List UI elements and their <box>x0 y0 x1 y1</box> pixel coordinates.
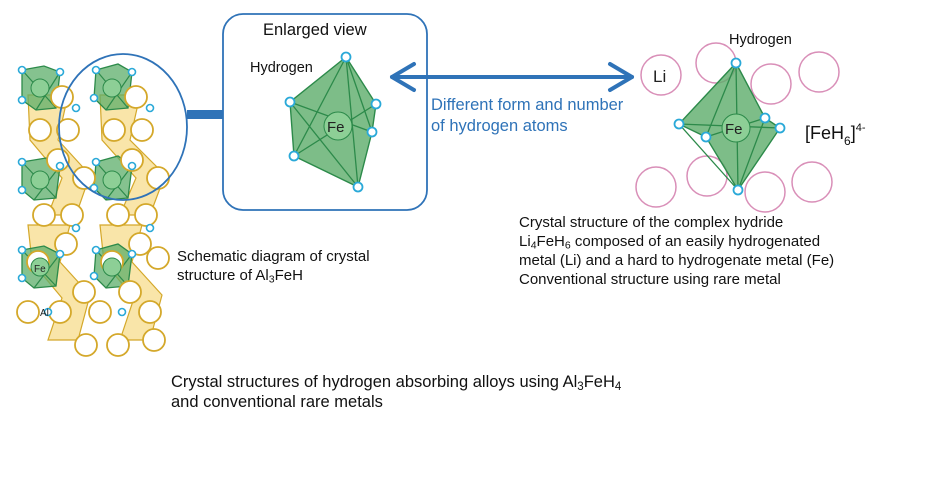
complex-ion-charge: 4- <box>856 122 866 134</box>
main-caption-text: Crystal structures of hydrogen absorbing… <box>171 373 578 391</box>
main-caption-sub1: 3 <box>577 380 584 393</box>
right-caption-line3: metal (Li) and a hard to hydrogenate met… <box>519 252 835 269</box>
right-caption-feh-sub: 6 <box>564 239 571 252</box>
right-caption-line4: Conventional structure using rare metal <box>519 271 781 288</box>
left-caption-formula-sub: 3 <box>268 273 275 286</box>
complex-ion-label: [FeH6]4- <box>805 122 866 148</box>
right-caption-rest: composed of an easily hydrogenated <box>570 233 821 250</box>
main-caption-line2: and conventional rare metals <box>171 393 383 411</box>
left-hydrogen-atoms <box>17 65 155 317</box>
left-al-label: Al <box>40 308 49 319</box>
double-arrow <box>390 62 634 92</box>
enlarged-hydrogen-atoms <box>284 51 382 193</box>
enlarged-iron-atom <box>323 111 353 141</box>
right-hydrogen-label: Hydrogen <box>729 32 792 48</box>
enlarged-hydrogen-label: Hydrogen <box>250 60 313 76</box>
arrow-caption: Different form and number of hydrogen at… <box>431 95 623 137</box>
arrow-caption-line2: of hydrogen atoms <box>431 117 568 135</box>
left-caption-formula-a: structure of Al <box>177 267 269 284</box>
right-caption-li: Li <box>519 233 531 250</box>
connector-bar <box>187 110 223 119</box>
complex-ion-bracket: ] <box>851 123 856 143</box>
left-structure-caption: Schematic diagram of crystal structure o… <box>177 247 370 285</box>
main-caption-line1: Crystal structures of hydrogen absorbing… <box>171 372 622 393</box>
arrow-caption-line1: Different form and number <box>431 96 624 114</box>
li-label: Li <box>653 67 666 86</box>
left-fe-label: Fe <box>34 264 46 275</box>
enlarged-view-panel: Fe Hydrogen <box>222 13 428 211</box>
right-iron-atom <box>721 113 751 143</box>
complex-ion-sub: 6 <box>844 134 851 148</box>
main-caption-feh: FeH <box>583 373 615 391</box>
right-caption-feh: FeH <box>536 233 565 250</box>
left-caption-line2: structure of Al3FeH <box>177 266 370 285</box>
complex-ion-base: [FeH <box>805 123 844 143</box>
left-caption-formula-b: FeH <box>274 267 303 284</box>
right-caption-line1: Crystal structure of the complex hydride <box>519 214 784 231</box>
highlight-ellipse <box>58 53 188 201</box>
left-crystal-structure: Fe Al <box>16 53 223 357</box>
right-fe-label: Fe <box>725 121 743 138</box>
right-hydrogen-atoms <box>673 57 786 196</box>
enlarged-view-title: Enlarged view <box>263 21 367 39</box>
right-caption-li-sub: 4 <box>530 239 537 252</box>
right-structure-caption: Crystal structure of the complex hydride… <box>519 213 912 289</box>
enlarged-fe-label: Fe <box>327 119 345 136</box>
left-caption-line1: Schematic diagram of crystal <box>177 248 370 265</box>
right-crystal-structure: Li Fe Hydrogen [FeH6]4- <box>635 32 866 213</box>
right-caption-line2: Li4FeH6 composed of an easily hydrogenat… <box>519 232 912 251</box>
main-caption: Crystal structures of hydrogen absorbing… <box>171 372 621 412</box>
main-caption-sub2: 4 <box>614 380 622 393</box>
left-iron-atoms <box>30 78 122 277</box>
